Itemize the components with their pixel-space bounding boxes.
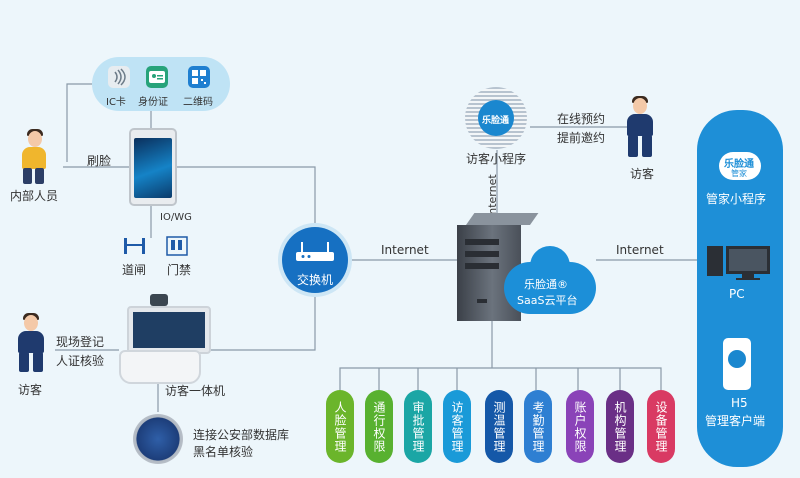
h5-client-label: 管理客户端 xyxy=(705,414,766,428)
server-top xyxy=(466,213,539,225)
module-account-permission[interactable]: 账户权限 xyxy=(566,390,594,463)
internet-right-label: Internet xyxy=(616,243,664,257)
router-icon xyxy=(294,240,336,268)
kiosk-camera-icon xyxy=(150,294,168,306)
mini-program-brand: 乐脸通 xyxy=(482,116,510,126)
gate-label: 道闸 xyxy=(122,263,147,277)
id-card-icon xyxy=(146,66,168,88)
blacklist-label: 黑名单核验 xyxy=(193,445,254,459)
module-access-permission[interactable]: 通行权限 xyxy=(365,390,393,463)
online-booking-label: 在线预约 xyxy=(557,112,606,126)
module-visitor-management[interactable]: 访客管理 xyxy=(443,390,471,463)
id-card-label: 身份证 xyxy=(138,97,168,108)
qr-code-icon xyxy=(188,66,210,88)
visitor-kiosk-label: 访客一体机 xyxy=(165,384,226,398)
h5-phone-icon xyxy=(723,338,751,390)
h5-label: H5 xyxy=(731,396,748,410)
visitor-kiosk-base xyxy=(119,350,201,384)
pc-icon xyxy=(706,242,772,286)
io-wg-label: IO/WG xyxy=(160,212,192,223)
onsite-register-label: 现场登记 xyxy=(56,335,105,349)
switch-label: 交换机 xyxy=(297,273,334,287)
internet-vertical-label: Internet xyxy=(486,174,499,218)
door-access-icon xyxy=(166,236,188,260)
face-recognition-terminal xyxy=(129,128,177,206)
ic-card-label: IC卡 xyxy=(106,97,126,108)
steward-mini-label: 管家小程序 xyxy=(706,192,767,206)
id-verify-label: 人证核验 xyxy=(56,354,105,368)
internal-staff-label: 内部人员 xyxy=(10,189,59,203)
police-db-label: 连接公安部数据库 xyxy=(193,428,290,442)
visitor-kiosk-screen xyxy=(127,306,211,354)
module-approval-management[interactable]: 审批管理 xyxy=(404,390,432,463)
steward-logo-icon xyxy=(719,152,761,180)
saas-cloud-icon xyxy=(504,246,596,314)
face-swipe-label: 刷脸 xyxy=(87,154,112,168)
module-temperature-management[interactable]: 测温管理 xyxy=(485,390,513,463)
door-access-label: 门禁 xyxy=(167,263,192,277)
pc-label: PC xyxy=(729,287,745,301)
internet-left-label: Internet xyxy=(381,243,429,257)
module-attendance-management[interactable]: 考勤管理 xyxy=(524,390,552,463)
pre-invite-label: 提前邀约 xyxy=(557,131,606,145)
module-face-management[interactable]: 人脸管理 xyxy=(326,390,354,463)
ic-card-icon xyxy=(108,66,130,88)
steward-brand-sub: 管家 xyxy=(731,169,747,178)
cloud-brand-label: 乐脸通® xyxy=(524,278,568,291)
mini-program-label: 访客小程序 xyxy=(466,152,527,166)
visitor-left-label: 访客 xyxy=(18,383,43,397)
steward-brand: 乐脸通 xyxy=(724,159,754,170)
qr-code-label: 二维码 xyxy=(183,97,213,108)
module-device-management[interactable]: 设备管理 xyxy=(647,390,675,463)
mini-program-logo-icon xyxy=(478,100,514,136)
cloud-platform-label: SaaS云平台 xyxy=(517,294,578,307)
police-emblem-icon xyxy=(133,414,183,464)
visitor-top-label: 访客 xyxy=(630,167,655,181)
gate-icon xyxy=(122,236,148,260)
module-organization-management[interactable]: 机构管理 xyxy=(606,390,634,463)
